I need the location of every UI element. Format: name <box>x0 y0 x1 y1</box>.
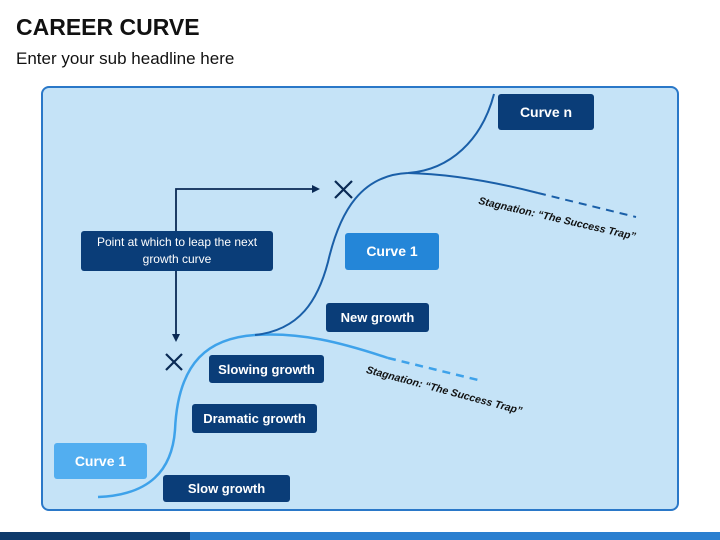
page-title: CAREER CURVE <box>16 14 200 40</box>
upper-stagnation-line <box>407 172 539 194</box>
upper-stagnation-dashed-line <box>537 192 637 218</box>
leap-arrow-right <box>175 185 320 232</box>
footer-bar-dark <box>0 532 190 540</box>
curve-1-upper-label: Curve 1 <box>345 233 439 270</box>
diagram-panel <box>41 86 679 511</box>
slow-growth-label: Slow growth <box>163 475 290 502</box>
cross-icon <box>334 180 353 199</box>
footer-bar-light <box>190 532 720 540</box>
lower-growth-curve <box>97 333 389 499</box>
curve-1-lower-label: Curve 1 <box>54 443 147 479</box>
leap-point-note: Point at which to leap the next growth c… <box>81 231 273 271</box>
new-growth-label: New growth <box>326 303 429 332</box>
lower-stagnation-dashed-line <box>387 356 479 382</box>
dramatic-growth-label: Dramatic growth <box>192 404 317 433</box>
slowing-growth-label: Slowing growth <box>209 355 324 383</box>
page-subtitle: Enter your sub headline here <box>16 49 235 68</box>
curve-n-label: Curve n <box>498 94 594 130</box>
upper-growth-curve <box>254 93 495 336</box>
cross-icon <box>165 353 183 371</box>
